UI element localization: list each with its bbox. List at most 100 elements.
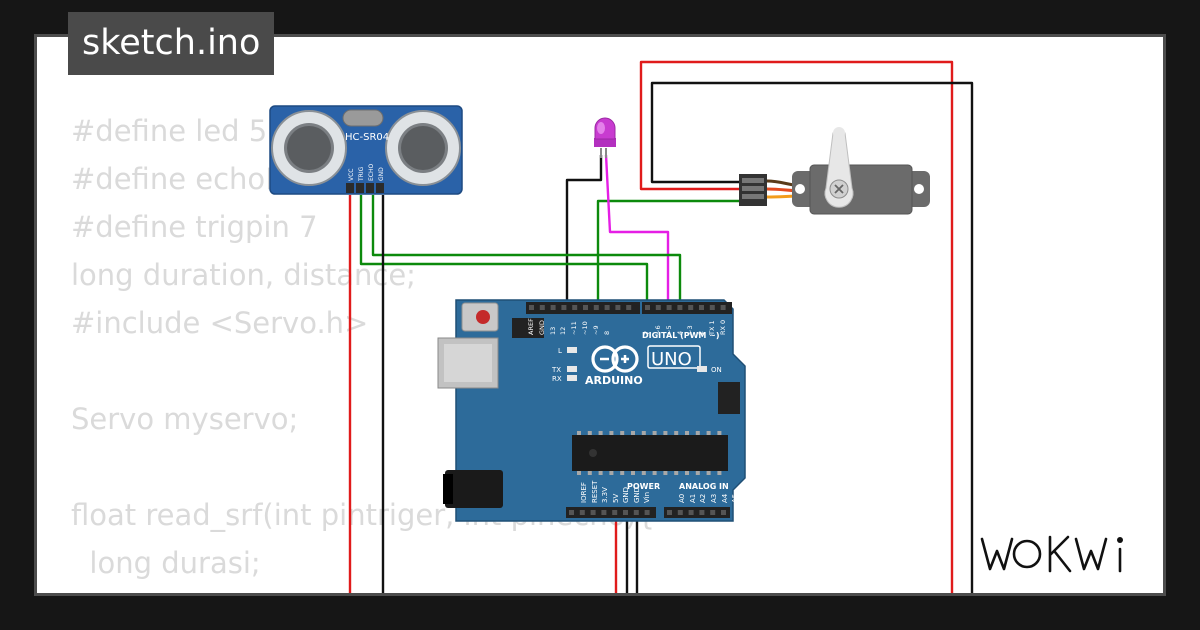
digital-pin-label: RX 0 (719, 320, 727, 335)
wire-green-echo[interactable] (371, 195, 682, 304)
header-socket[interactable] (655, 305, 661, 310)
header-socket[interactable] (666, 305, 672, 310)
header-sockets (529, 305, 726, 310)
wire-magenta-led-anode[interactable] (604, 154, 670, 304)
chip-pin (631, 471, 635, 475)
power-header-label: POWER (627, 482, 660, 491)
digital-pin-label: ~6 (654, 325, 662, 335)
code-line: long durasi; (71, 546, 261, 580)
header-socket[interactable] (590, 510, 596, 515)
icsp-header-right (718, 382, 740, 414)
header-socket[interactable] (677, 305, 683, 310)
header-socket[interactable] (688, 510, 694, 515)
analog-pin-label: A0 (678, 494, 686, 503)
chip-pin (577, 471, 581, 475)
digital-pin-label: 8 (603, 331, 611, 335)
header-socket[interactable] (709, 305, 715, 310)
header-socket[interactable] (688, 305, 694, 310)
chip-pin (587, 431, 592, 435)
wire-black-servo-gnd[interactable] (650, 81, 974, 600)
chip-pin (598, 431, 603, 435)
power-pin-label: RESET (591, 480, 599, 503)
header-socket[interactable] (572, 305, 578, 310)
bottom-header-sockets (569, 510, 726, 515)
header-socket[interactable] (550, 305, 556, 310)
header-socket[interactable] (529, 305, 534, 310)
transducer-left (271, 110, 347, 186)
wire-red-servo-vcc[interactable] (639, 60, 954, 600)
chip-pin (685, 471, 689, 475)
header-socket[interactable] (626, 305, 632, 310)
header-socket[interactable] (677, 510, 683, 515)
header-socket[interactable] (633, 510, 639, 515)
header-socket[interactable] (615, 305, 621, 310)
chip-pin (695, 471, 700, 475)
header-socket[interactable] (699, 305, 704, 310)
led-magenta[interactable] (594, 117, 616, 158)
sensor-pins[interactable] (346, 183, 384, 193)
transducer-right (385, 110, 461, 186)
wire-green-servo-signal[interactable] (596, 199, 745, 304)
header-socket[interactable] (721, 510, 726, 515)
header-socket[interactable] (667, 510, 672, 515)
header-socket[interactable] (579, 510, 585, 515)
header-socket[interactable] (645, 305, 650, 310)
file-tab-label: sketch.ino (82, 23, 261, 63)
power-pin-label: 3.3V (601, 487, 609, 503)
chip-pin (598, 471, 603, 475)
wire-black-led-gnd[interactable] (565, 155, 603, 304)
chip-pin (620, 431, 625, 435)
sensor-pin-labels: VCC TRIG ECHO GND (348, 164, 385, 182)
header-socket[interactable] (583, 305, 588, 310)
led-label-tx: TX (551, 366, 561, 374)
wires (348, 60, 974, 600)
power-pin-label: IOREF (580, 482, 588, 503)
hc-sr04-sensor[interactable]: HC-SR04 VCC TRIG ECHO GND (269, 105, 463, 195)
wire-green-trig[interactable] (359, 195, 649, 304)
header-socket[interactable] (644, 510, 650, 515)
header-socket[interactable] (569, 510, 574, 515)
digital-header-label: DIGITAL (PWM ~) (642, 331, 720, 340)
code-preview: #define led 5#define echoPin 6#define tr… (71, 107, 655, 593)
chip-pin (663, 431, 668, 435)
led-label-rx: RX (552, 375, 562, 383)
digital-pin-label: ~5 (665, 325, 673, 335)
header-socket[interactable] (612, 510, 618, 515)
header-socket[interactable] (710, 510, 716, 515)
analog-pin-label: A1 (689, 494, 697, 503)
servo-motor[interactable] (739, 127, 930, 215)
arduino-logo: UNO ARDUINO (585, 345, 701, 387)
file-tab[interactable]: sketch.ino (68, 12, 275, 75)
header-socket[interactable] (561, 305, 567, 310)
pin-label-gnd: GND (378, 167, 385, 181)
header-socket[interactable] (539, 305, 545, 310)
header-socket[interactable] (604, 305, 610, 310)
pin-label-echo: ECHO (368, 164, 375, 181)
code-line: #define led 5 (71, 114, 268, 148)
header-socket[interactable] (593, 305, 599, 310)
digital-pin-label: ~11 (570, 321, 578, 335)
led-label-on: ON (711, 366, 722, 374)
digital-pin-label: ~9 (592, 325, 600, 335)
analog-pin-label: A5 (731, 494, 739, 503)
header-socket[interactable] (699, 510, 705, 515)
header-socket[interactable] (623, 510, 628, 515)
code-line: Servo myservo; (71, 402, 299, 436)
chip-pin (620, 471, 625, 475)
power-pin-label: GND (622, 487, 630, 503)
chip-pin (587, 471, 592, 475)
chip-pin (577, 431, 581, 435)
chip-pin (641, 471, 646, 475)
arduino-brand: ARDUINO (585, 374, 643, 387)
code-line: #include <Servo.h> (71, 306, 369, 340)
header-socket[interactable] (601, 510, 607, 515)
chip-pin (706, 431, 711, 435)
header-socket[interactable] (720, 305, 726, 310)
power-pin-label: 5V (612, 494, 620, 503)
digital-pin-label: 13 (549, 327, 557, 335)
chip-pin (674, 431, 679, 435)
power-header[interactable] (566, 507, 730, 518)
